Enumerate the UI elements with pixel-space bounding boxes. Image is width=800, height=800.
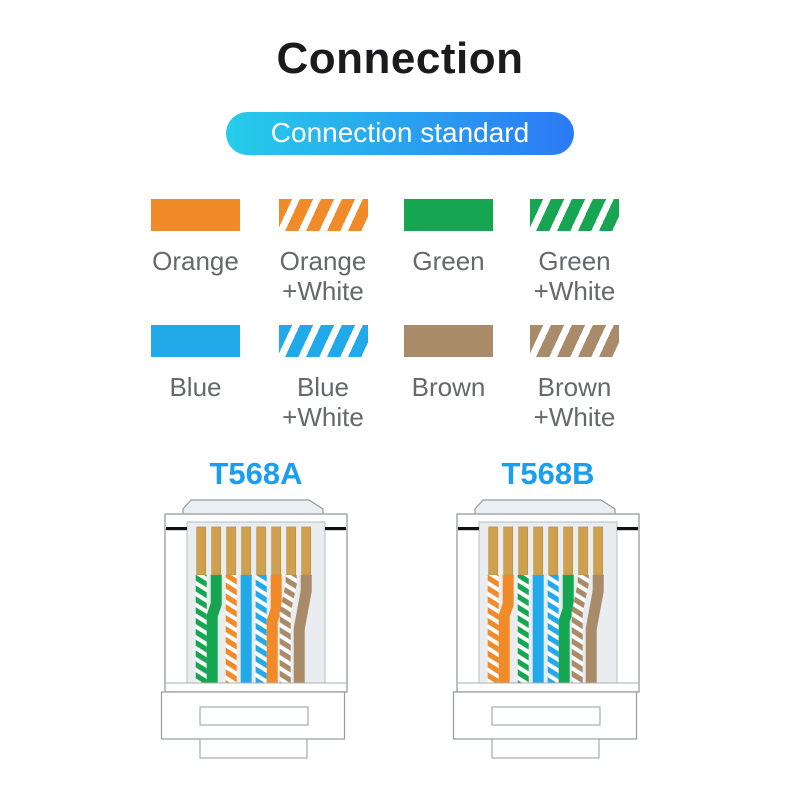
wire-2-orange xyxy=(498,575,514,683)
gold-pin-7 xyxy=(578,526,589,576)
legend-item-orange-white: Orange+White xyxy=(258,199,388,306)
plug-latch xyxy=(474,499,616,516)
gold-pin-7 xyxy=(286,526,297,576)
contact-bar-left xyxy=(166,527,187,531)
legend-item-blue-white: Blue+White xyxy=(258,324,388,432)
color-label-brown-white: Brown+White xyxy=(533,371,616,432)
color-swatch-brown-white xyxy=(530,324,619,357)
contact-bar-right xyxy=(617,527,638,531)
gold-pin-2 xyxy=(503,526,514,576)
color-swatch-blue xyxy=(151,324,240,357)
legend-item-brown: Brown xyxy=(384,324,514,402)
subtitle-badge: Connection standard xyxy=(226,112,574,155)
color-label-orange: Orange xyxy=(152,246,239,276)
color-label-brown: Brown xyxy=(411,371,486,402)
wire-7-brown-white xyxy=(279,575,297,683)
gold-pin-2 xyxy=(211,526,222,576)
gold-pin-8 xyxy=(301,526,312,576)
color-label-orange-white: Orange+White xyxy=(279,246,367,306)
wire-6-green xyxy=(558,575,574,683)
gold-pin-3 xyxy=(226,526,237,576)
color-swatch-orange-white xyxy=(278,199,368,231)
subtitle-badge-label: Connection standard xyxy=(270,117,530,148)
color-label-blue-white: Blue+White xyxy=(282,371,364,432)
color-swatch-orange xyxy=(151,199,240,231)
color-label-green: Green xyxy=(412,246,485,276)
gold-pin-4 xyxy=(533,526,544,576)
gold-pin-5 xyxy=(548,526,559,576)
wire-8-brown xyxy=(585,575,604,683)
legend-item-brown-white: Brown+White xyxy=(510,324,640,432)
contact-bar-right xyxy=(325,527,346,531)
color-swatch-brown xyxy=(404,324,493,357)
boot-label-window xyxy=(199,706,309,726)
boot-label-window xyxy=(491,706,601,726)
gold-pin-1 xyxy=(196,526,207,576)
cable-tab xyxy=(491,738,600,759)
wire-7-brown-white xyxy=(571,575,589,683)
wire-8-brown xyxy=(293,575,312,683)
gold-pin-4 xyxy=(241,526,252,576)
color-swatch-green-white xyxy=(530,199,619,231)
color-swatch-blue-white xyxy=(278,324,368,357)
legend-item-orange: Orange xyxy=(131,199,261,276)
legend-item-green-white: Green+White xyxy=(510,199,640,306)
gold-pin-6 xyxy=(563,526,574,576)
connector-diagram-t568b xyxy=(452,499,640,759)
connector-title-t568b: T568B xyxy=(501,456,595,491)
wire-2-green xyxy=(206,575,222,683)
gold-pin-5 xyxy=(256,526,267,576)
color-swatch-green xyxy=(404,199,493,231)
connector-title-t568a: T568A xyxy=(209,456,303,491)
gold-pin-1 xyxy=(488,526,499,576)
page-title: Connection xyxy=(276,34,524,83)
plug-boot xyxy=(452,691,638,740)
plug-boot xyxy=(160,691,346,740)
gold-pin-3 xyxy=(518,526,529,576)
color-label-blue: Blue xyxy=(169,371,222,402)
connector-diagram-t568a xyxy=(160,499,348,759)
contact-bar-left xyxy=(458,527,479,531)
legend-item-blue: Blue xyxy=(131,324,261,402)
gold-pin-6 xyxy=(271,526,282,576)
cable-tab xyxy=(199,738,308,759)
plug-latch xyxy=(182,499,324,516)
legend-item-green: Green xyxy=(384,199,514,276)
color-label-green-white: Green+White xyxy=(533,246,616,306)
wire-6-orange xyxy=(266,575,282,683)
gold-pin-8 xyxy=(593,526,604,576)
